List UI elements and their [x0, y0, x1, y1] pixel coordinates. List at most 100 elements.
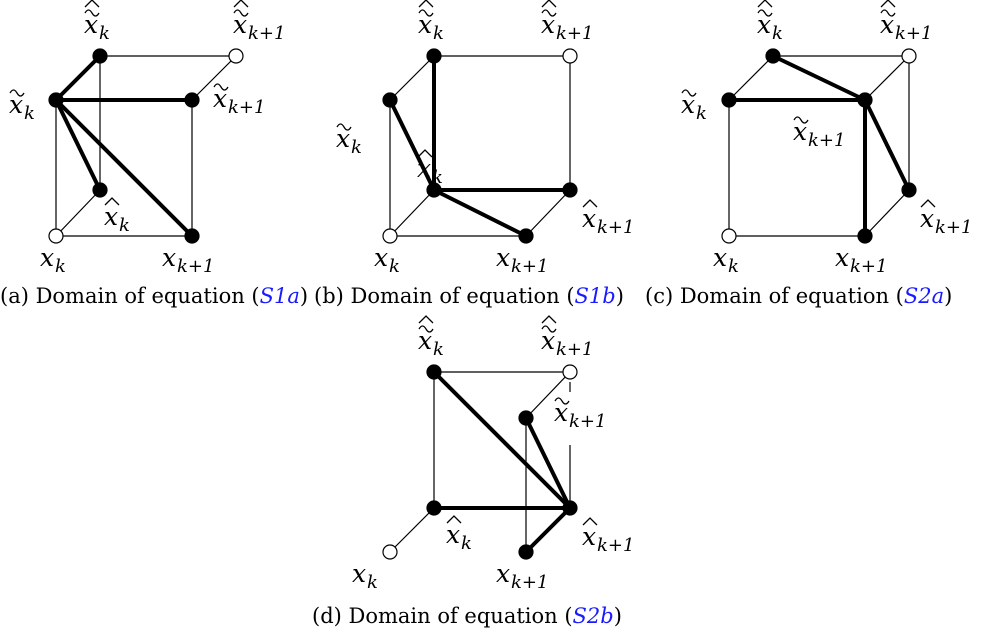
label-base: x [104, 202, 118, 231]
label-base: x [336, 124, 350, 153]
label-base: x [352, 559, 366, 588]
hat-accent [920, 199, 936, 208]
label-subscript: k [772, 23, 783, 44]
label-subscript: k [119, 215, 130, 236]
node-hat-tilde-x-k-plus-1-open [901, 48, 917, 64]
caption-ref-letter[interactable]: b [600, 604, 613, 628]
caption-ref-link[interactable]: S1 [260, 284, 288, 308]
thin-edge [55, 189, 101, 237]
label-base: x [446, 520, 460, 549]
hat-accent [541, 0, 557, 8]
label-subscript: k+1 [556, 23, 593, 44]
label-subscript: k+1 [556, 339, 593, 360]
caption-ref-letter[interactable]: a [287, 284, 300, 308]
thin-edge [389, 189, 435, 237]
label-base: x [554, 398, 568, 427]
label-subscript: k [99, 23, 110, 44]
tilde-accent [541, 325, 557, 333]
label-subscript: k [367, 572, 378, 593]
node-tilde-x-k-plus-1-filled [518, 410, 534, 426]
label-base: x [9, 90, 23, 119]
node-hat-tilde-x-k-filled [426, 364, 442, 380]
label-subscript: k [433, 339, 444, 360]
caption-text: (b) Domain of equation ( [314, 284, 575, 308]
hat-accent [880, 0, 896, 8]
node-hat-x-k-filled [426, 500, 442, 516]
caption-ref-link[interactable]: S2 [573, 604, 601, 628]
label-base: x [496, 559, 510, 588]
thin-edge [389, 507, 435, 553]
caption-c: (c) Domain of equation (S2a) [645, 284, 952, 308]
node-tilde-x-k-plus-1-filled [184, 92, 200, 108]
thin-edge [525, 371, 571, 419]
node-tilde-x-k-filled [48, 92, 64, 108]
label-base: x [417, 154, 431, 183]
caption-text: (c) Domain of equation ( [645, 284, 904, 308]
label-subscript: k [389, 256, 400, 277]
node-x-k-plus-1-filled [857, 228, 873, 244]
node-hat-x-k-plus-1-filled [562, 500, 578, 516]
tilde-accent [681, 89, 697, 97]
node-hat-tilde-x-k-filled [426, 48, 442, 64]
thick-edge [54, 98, 194, 238]
label-subscript: k [696, 103, 707, 124]
label-base: x [880, 10, 894, 39]
thin-edge [864, 55, 910, 101]
caption-ref-link[interactable]: S1 [575, 284, 603, 308]
node-hat-tilde-x-k-plus-1-open [562, 364, 578, 380]
label-base: x [84, 10, 98, 39]
label-subscript: k+1 [597, 217, 634, 238]
hat-accent [541, 315, 557, 324]
node-x-k-plus-1-filled [518, 228, 534, 244]
tilde-accent [757, 9, 773, 17]
caption-ref-letter[interactable]: a [932, 284, 945, 308]
thick-edge [432, 188, 528, 238]
label-subscript: k+1 [511, 256, 548, 277]
label-base: x [162, 243, 176, 272]
thin-edge [191, 55, 237, 101]
caption-ref-link[interactable]: S2 [904, 284, 932, 308]
label-subscript: k+1 [597, 535, 634, 556]
caption-d: (d) Domain of equation (S2b) [312, 604, 622, 628]
thick-edge [524, 506, 572, 554]
label-base: x [418, 10, 432, 39]
node-hat-tilde-x-k-filled [765, 48, 781, 64]
hat-accent [757, 0, 773, 8]
hat-accent [233, 0, 249, 8]
caption-text: (d) Domain of equation ( [312, 604, 573, 628]
caption-ref-letter[interactable]: b [602, 284, 615, 308]
tilde-accent [880, 9, 896, 17]
label-base: x [713, 243, 727, 272]
hat-accent [582, 199, 598, 208]
thick-edge [54, 98, 102, 192]
thick-edge [432, 370, 572, 510]
hat-accent [418, 0, 434, 8]
label-base: x [681, 90, 695, 119]
label-subscript: k+1 [850, 256, 887, 277]
tilde-accent [233, 9, 249, 17]
label-base: x [920, 204, 934, 233]
label-subscript: k+1 [228, 97, 265, 118]
label-subscript: k+1 [511, 572, 548, 593]
label-base: x [757, 10, 771, 39]
